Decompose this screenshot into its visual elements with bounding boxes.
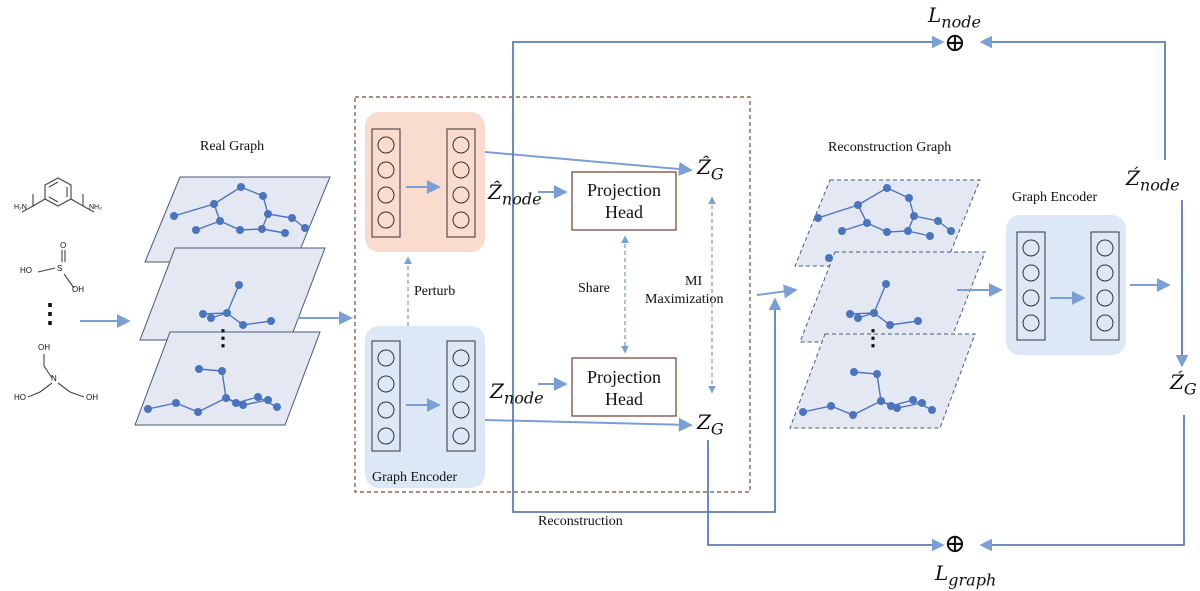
- mol3-label-n: N: [51, 374, 57, 383]
- oplus-node-icon: ⊕: [944, 28, 966, 58]
- graph-encoder-right-bg: [1006, 215, 1126, 355]
- share-label: Share: [578, 281, 610, 296]
- mol3-label-right: OH: [86, 393, 98, 402]
- graph-encoder-right-label: Graph Encoder: [1012, 190, 1098, 205]
- l-graph: Lgraph: [935, 561, 997, 590]
- molecule-1: [21, 177, 95, 213]
- encoder-layer-boxes-left: [371, 128, 476, 452]
- mol3-label-top: OH: [38, 343, 50, 352]
- graph-encoder-left-bg: [365, 326, 485, 488]
- z-g-hat: ẐG: [697, 155, 724, 184]
- l-node: Lnode: [928, 3, 981, 32]
- reconstruction-graph-ellipsis: ⋮: [862, 325, 884, 350]
- solid-arrows: [80, 151, 1171, 432]
- encoder-layer-boxes-right: [1016, 231, 1120, 341]
- reconstruction-graph-nodes: [799, 184, 955, 419]
- z-g: ZG: [697, 410, 724, 439]
- encoder-neurons-left: [377, 136, 470, 445]
- mol1-label-left: H₂N: [14, 204, 27, 211]
- dashed-arrows: [404, 196, 716, 394]
- encoder-neurons-right: [1022, 239, 1114, 332]
- projection-head-top-box: [571, 171, 677, 231]
- projection-head-bottom-box: [571, 357, 677, 417]
- mi-label-line2: Maximization: [645, 292, 724, 307]
- molecule-2: [37, 250, 75, 289]
- graph-encoder-left-label: Graph Encoder: [372, 470, 458, 485]
- real-graph-label: Real Graph: [200, 139, 265, 154]
- perturbed-encoder-bg: [365, 112, 485, 252]
- contrastive-module-border: [354, 96, 751, 493]
- z-node-acute: Źnode: [1126, 166, 1180, 195]
- molecule-ellipsis: ⋮: [37, 299, 63, 328]
- z-node: Znode: [490, 379, 544, 408]
- perturb-label: Perturb: [414, 284, 456, 299]
- reconstruction-graph-stack: [789, 179, 986, 429]
- mol3-label-left: HO: [14, 393, 26, 402]
- reconstruction-graph-label: Reconstruction Graph: [828, 140, 952, 155]
- routing-lines: [512, 35, 1189, 552]
- mol2-label-c: OH: [72, 285, 84, 294]
- mol2-label-d: O: [60, 241, 67, 250]
- reconstruction-label: Reconstruction: [538, 514, 623, 529]
- mol2-label-b: S: [57, 264, 63, 273]
- z-node-hat: Ẑnode: [488, 180, 542, 209]
- oplus-graph-icon: ⊕: [944, 529, 966, 559]
- mi-label-line1: MI: [685, 274, 703, 289]
- z-g-acute: ŹG: [1170, 370, 1197, 399]
- mol1-label-right: NH₂: [89, 204, 102, 211]
- molecule-3: [27, 354, 85, 398]
- mol2-label-a: HO: [20, 266, 32, 275]
- real-graph-ellipsis: ⋮: [212, 325, 234, 350]
- real-graph-nodes: [144, 183, 309, 416]
- real-graph-stack: [134, 176, 331, 426]
